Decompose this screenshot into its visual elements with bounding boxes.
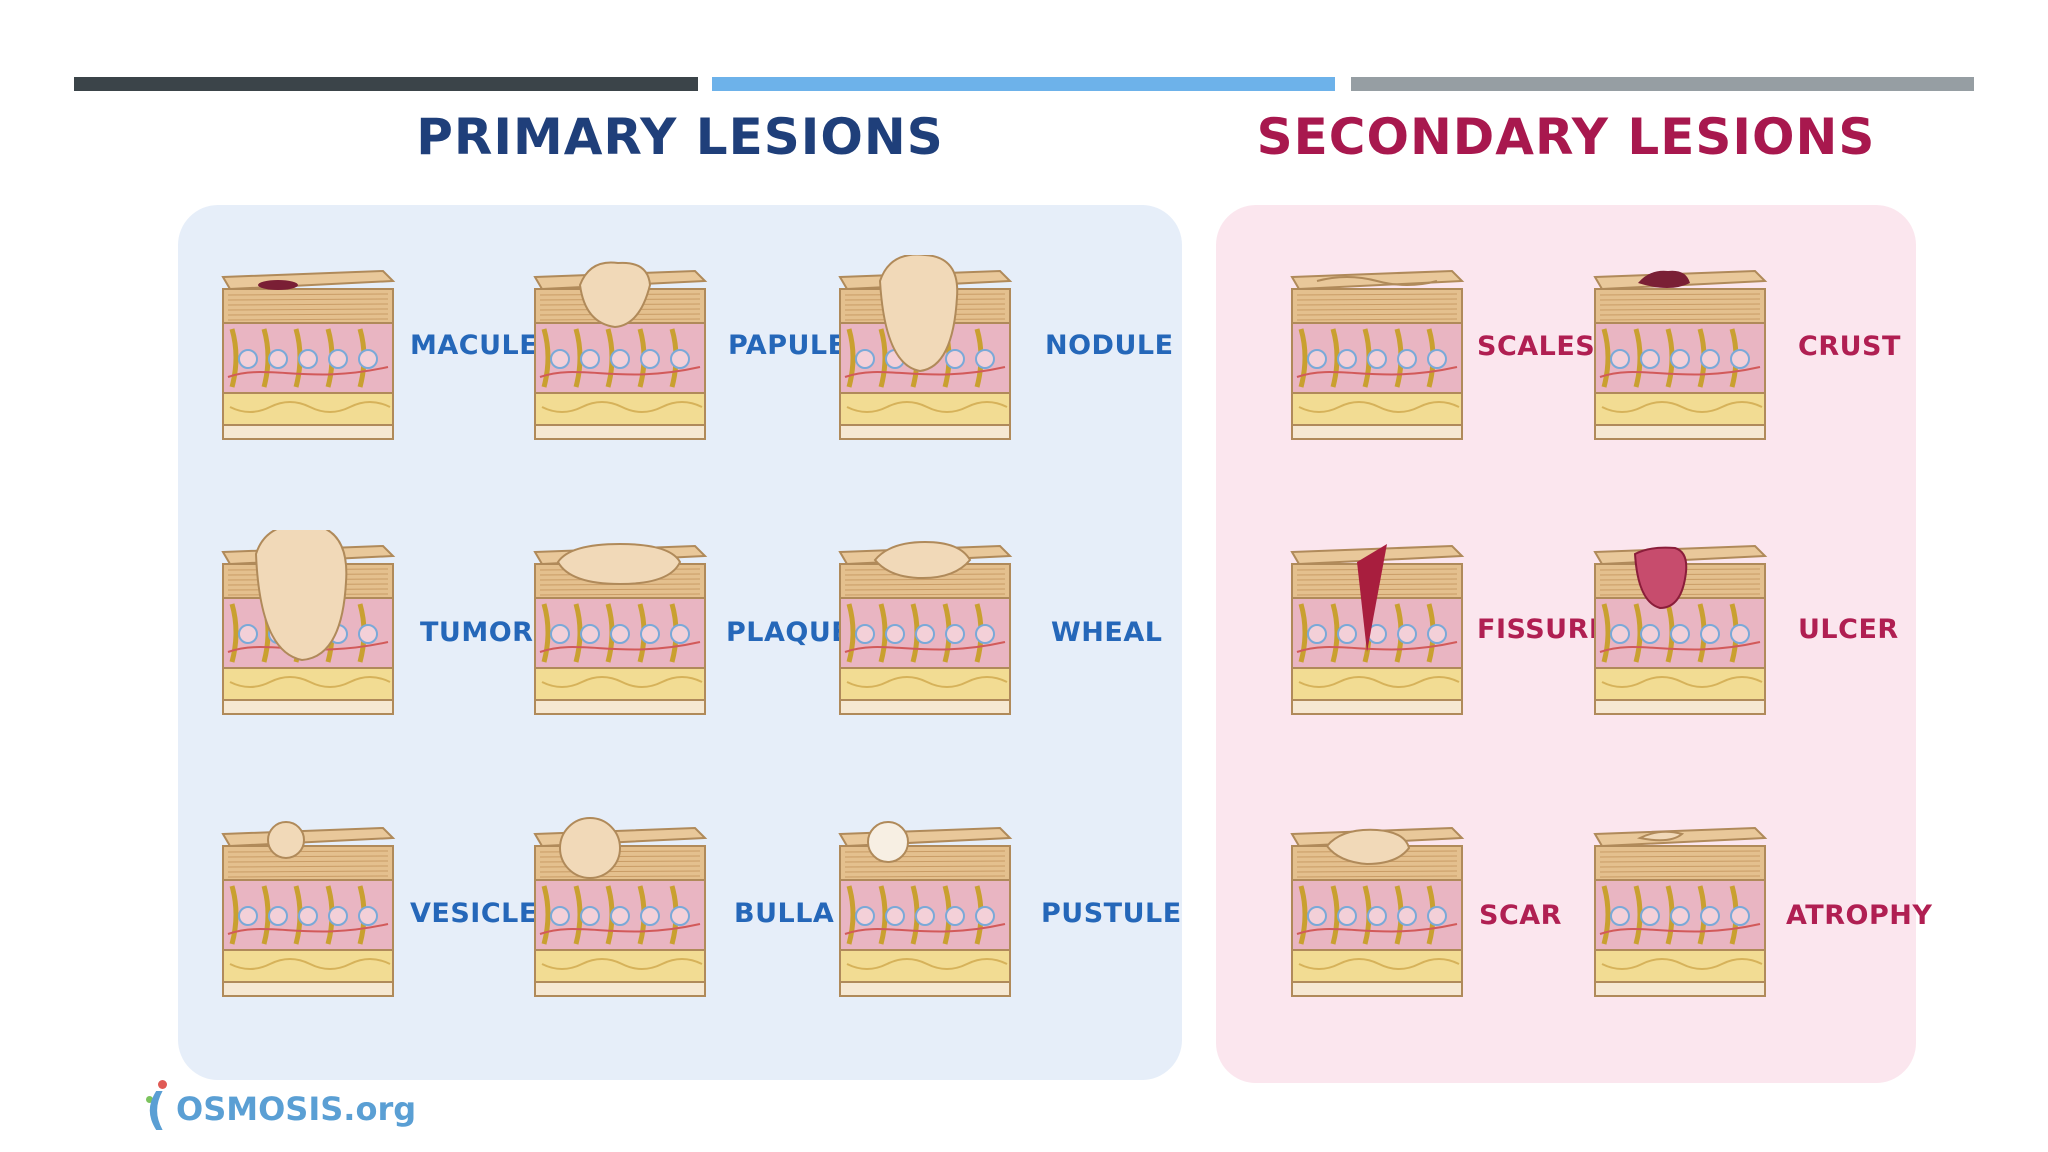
skin-block-papule-icon <box>533 261 708 440</box>
skin-block-pustule-icon <box>838 821 1013 997</box>
logo-dot-green <box>146 1096 153 1103</box>
osmosis-logo: ( OSMOSIS.org <box>140 1078 416 1138</box>
skin-block-atrophy-icon <box>1593 826 1768 997</box>
secondary-lesions-heading: SECONDARY LESIONS <box>1256 108 1876 166</box>
lesion-label: ATROPHY <box>1786 900 1933 931</box>
lesion-label: CRUST <box>1798 331 1901 362</box>
skin-block-ulcer-icon <box>1593 544 1768 715</box>
logo-text: OSMOSIS.org <box>176 1090 417 1128</box>
lesion-label: PAPULE <box>728 330 847 361</box>
top-bar-blue <box>712 77 1335 91</box>
top-bar-gray <box>1351 77 1974 91</box>
skin-block-tumor-icon <box>221 530 396 715</box>
skin-block-nodule-icon <box>838 255 1013 440</box>
lesion-label: PLAQUE <box>726 617 851 648</box>
skin-block-plaque-icon <box>533 542 708 715</box>
lesion-label: SCAR <box>1479 900 1562 931</box>
skin-block-scar-icon <box>1290 826 1465 997</box>
skin-block-bulla-icon <box>533 817 708 997</box>
logo-arc-icon: ( <box>146 1084 167 1135</box>
lesion-label: MACULE <box>410 330 539 361</box>
skin-block-crust-icon <box>1593 269 1768 440</box>
logo-dot-red <box>158 1080 167 1089</box>
lesion-label: NODULE <box>1045 330 1174 361</box>
lesion-label: ULCER <box>1798 614 1899 645</box>
primary-lesions-heading: PRIMARY LESIONS <box>416 108 944 166</box>
lesion-label: TUMOR <box>420 617 534 648</box>
skin-block-wheal-icon <box>838 540 1013 715</box>
skin-block-macule-icon <box>221 269 396 440</box>
lesion-label: VESICLE <box>410 898 538 929</box>
lesion-label: PUSTULE <box>1041 898 1182 929</box>
top-bar-dark <box>74 77 698 91</box>
lesion-label: BULLA <box>734 898 835 929</box>
lesion-label: SCALES <box>1477 331 1596 362</box>
lesion-label: FISSURE <box>1477 614 1608 645</box>
lesion-label: WHEAL <box>1051 617 1163 648</box>
skin-block-fissure-icon <box>1290 544 1465 715</box>
skin-block-scales-icon <box>1290 269 1465 440</box>
skin-block-vesicle-icon <box>221 821 396 997</box>
